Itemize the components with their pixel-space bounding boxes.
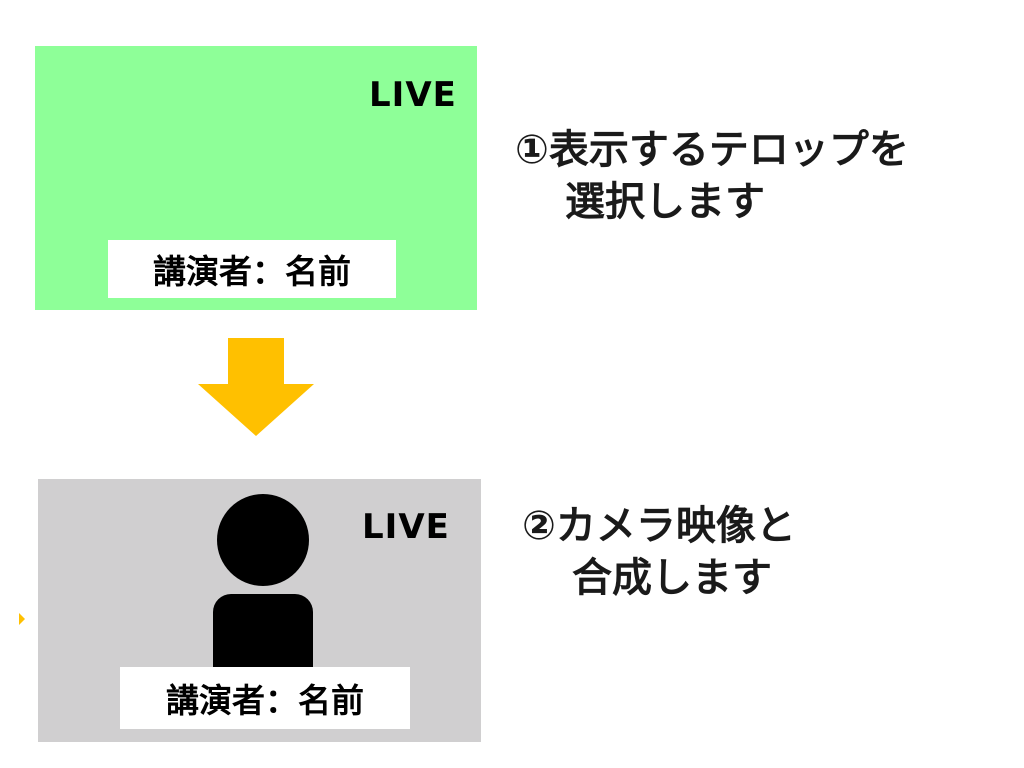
telop-selection-panel: LIVE 講演者：名前 bbox=[35, 46, 477, 310]
caption-box: 講演者：名前 bbox=[120, 667, 410, 729]
step-1-text: ①表示するテロップを 選択します bbox=[515, 124, 909, 228]
down-arrow-shape bbox=[198, 338, 314, 436]
small-marker-shape bbox=[19, 613, 25, 625]
live-label: LIVE bbox=[369, 75, 457, 115]
step-2-line-2: 合成します bbox=[572, 555, 772, 601]
caption-text: 講演者：名前 bbox=[153, 252, 351, 291]
person-body-icon bbox=[213, 594, 313, 669]
step-1-line-2: 選択します bbox=[565, 179, 765, 225]
small-marker-icon bbox=[19, 613, 25, 625]
composite-camera-panel: LIVE 講演者：名前 bbox=[38, 479, 481, 742]
step-2-line-1: ②カメラ映像と bbox=[522, 503, 796, 549]
down-arrow-icon bbox=[198, 338, 314, 436]
step-1-line-1: ①表示するテロップを bbox=[515, 127, 909, 173]
live-label: LIVE bbox=[362, 507, 450, 547]
caption-box: 講演者：名前 bbox=[108, 240, 396, 298]
caption-text: 講演者：名前 bbox=[166, 681, 364, 720]
step-2-text: ②カメラ映像と 合成します bbox=[522, 500, 796, 604]
person-head-icon bbox=[217, 494, 309, 586]
